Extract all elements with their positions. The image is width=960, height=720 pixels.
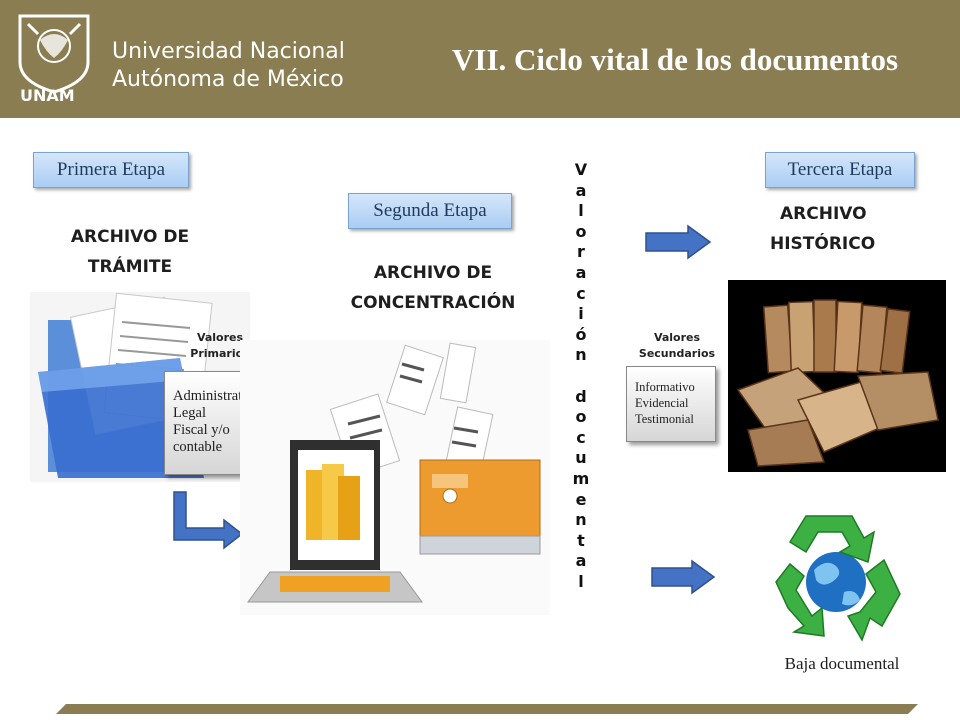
vertical-letter: o	[575, 407, 587, 427]
vertical-letter: l	[578, 571, 584, 591]
vertical-letter: V	[574, 160, 588, 179]
valores-primarios-line-2: Primarios	[190, 347, 250, 360]
vertical-letter: o	[575, 221, 587, 241]
folder-illustration	[30, 292, 250, 482]
page-title: VII. Ciclo vital de los documentos	[452, 42, 899, 77]
secondary-values-box: Informativo Evidencial Testimonial	[626, 366, 716, 442]
university-line-1: Universidad Nacional	[112, 39, 345, 64]
vertical-letter: n	[575, 345, 587, 365]
secondary-value-item: Evidencial	[635, 396, 689, 410]
vertical-letter: c	[576, 427, 586, 447]
primary-value-item: Legal	[173, 405, 207, 421]
vertical-letter: l	[578, 201, 584, 221]
heading-tramite-line-1: ARCHIVO DE	[70, 227, 190, 247]
secondary-value-item: Informativo	[635, 380, 695, 394]
vertical-letter: e	[575, 489, 587, 509]
arrow-to-baja	[651, 559, 716, 595]
vertical-letter: a	[575, 551, 587, 571]
vertical-letter: n	[575, 510, 587, 530]
primary-value-item: contable	[173, 439, 223, 455]
arrow-to-historico	[645, 224, 712, 260]
heading-archivo-concentracion: ARCHIVO DE CONCENTRACIÓN	[328, 258, 538, 318]
heading-historico-line-2: HISTÓRICO	[770, 234, 876, 254]
vertical-letter: d	[575, 386, 587, 406]
university-line-2: Autónoma de México	[112, 67, 344, 92]
heading-tramite-line-2: TRÁMITE	[87, 257, 173, 277]
vertical-letter: c	[576, 283, 586, 303]
valores-primarios-label: Valores Primarios	[180, 330, 260, 362]
stage-second-label: Segunda Etapa	[348, 193, 512, 229]
logo-text: UNAM	[20, 86, 75, 105]
bottom-divider-bar	[56, 704, 918, 714]
laptop-archive-illustration	[240, 340, 550, 615]
header-banner: UNAM Universidad Nacional Autónoma de Mé…	[0, 0, 960, 118]
vertical-letter: a	[575, 262, 587, 282]
vertical-spacer	[570, 366, 592, 387]
baja-documental-label: Baja documental	[784, 654, 900, 673]
heading-archivo-tramite: ARCHIVO DE TRÁMITE	[40, 222, 220, 282]
vertical-letter: ó	[575, 324, 587, 344]
heading-archivo-historico: ARCHIVO HISTÓRICO	[770, 199, 886, 259]
valores-primarios-line-1: Valores	[196, 331, 244, 344]
stage-first-label: Primera Etapa	[33, 152, 189, 188]
arrow-to-concentracion	[173, 491, 244, 550]
stage-third-label: Tercera Etapa	[765, 152, 915, 188]
recycle-globe-icon	[775, 515, 901, 642]
university-name: Universidad Nacional Autónoma de México	[112, 38, 345, 94]
heading-historico-line-1: ARCHIVO	[780, 204, 867, 224]
vertical-letter: a	[575, 180, 587, 200]
valores-secundarios-line-1: Valores	[653, 331, 701, 344]
old-books-photo	[728, 280, 946, 472]
vertical-letter: r	[577, 242, 585, 262]
valores-secundarios-label: Valores Secundarios	[632, 330, 722, 362]
primary-value-item: Fiscal y/o	[173, 422, 230, 438]
vertical-letter: i	[578, 304, 584, 324]
valores-secundarios-line-2: Secundarios	[638, 347, 716, 360]
primary-value-item: Administrativo	[173, 388, 261, 404]
secondary-value-item: Testimonial	[635, 412, 694, 426]
unam-shield-logo	[18, 14, 90, 94]
vertical-letter: t	[577, 530, 585, 550]
vertical-letter: m	[572, 468, 590, 488]
heading-concentracion-line-1: ARCHIVO DE	[373, 263, 493, 283]
valoracion-documental-vertical: V a l o r a c i ó n d o c u m e n t a l	[570, 160, 592, 592]
vertical-letter: u	[575, 448, 587, 468]
heading-concentracion-line-2: CONCENTRACIÓN	[350, 293, 516, 313]
